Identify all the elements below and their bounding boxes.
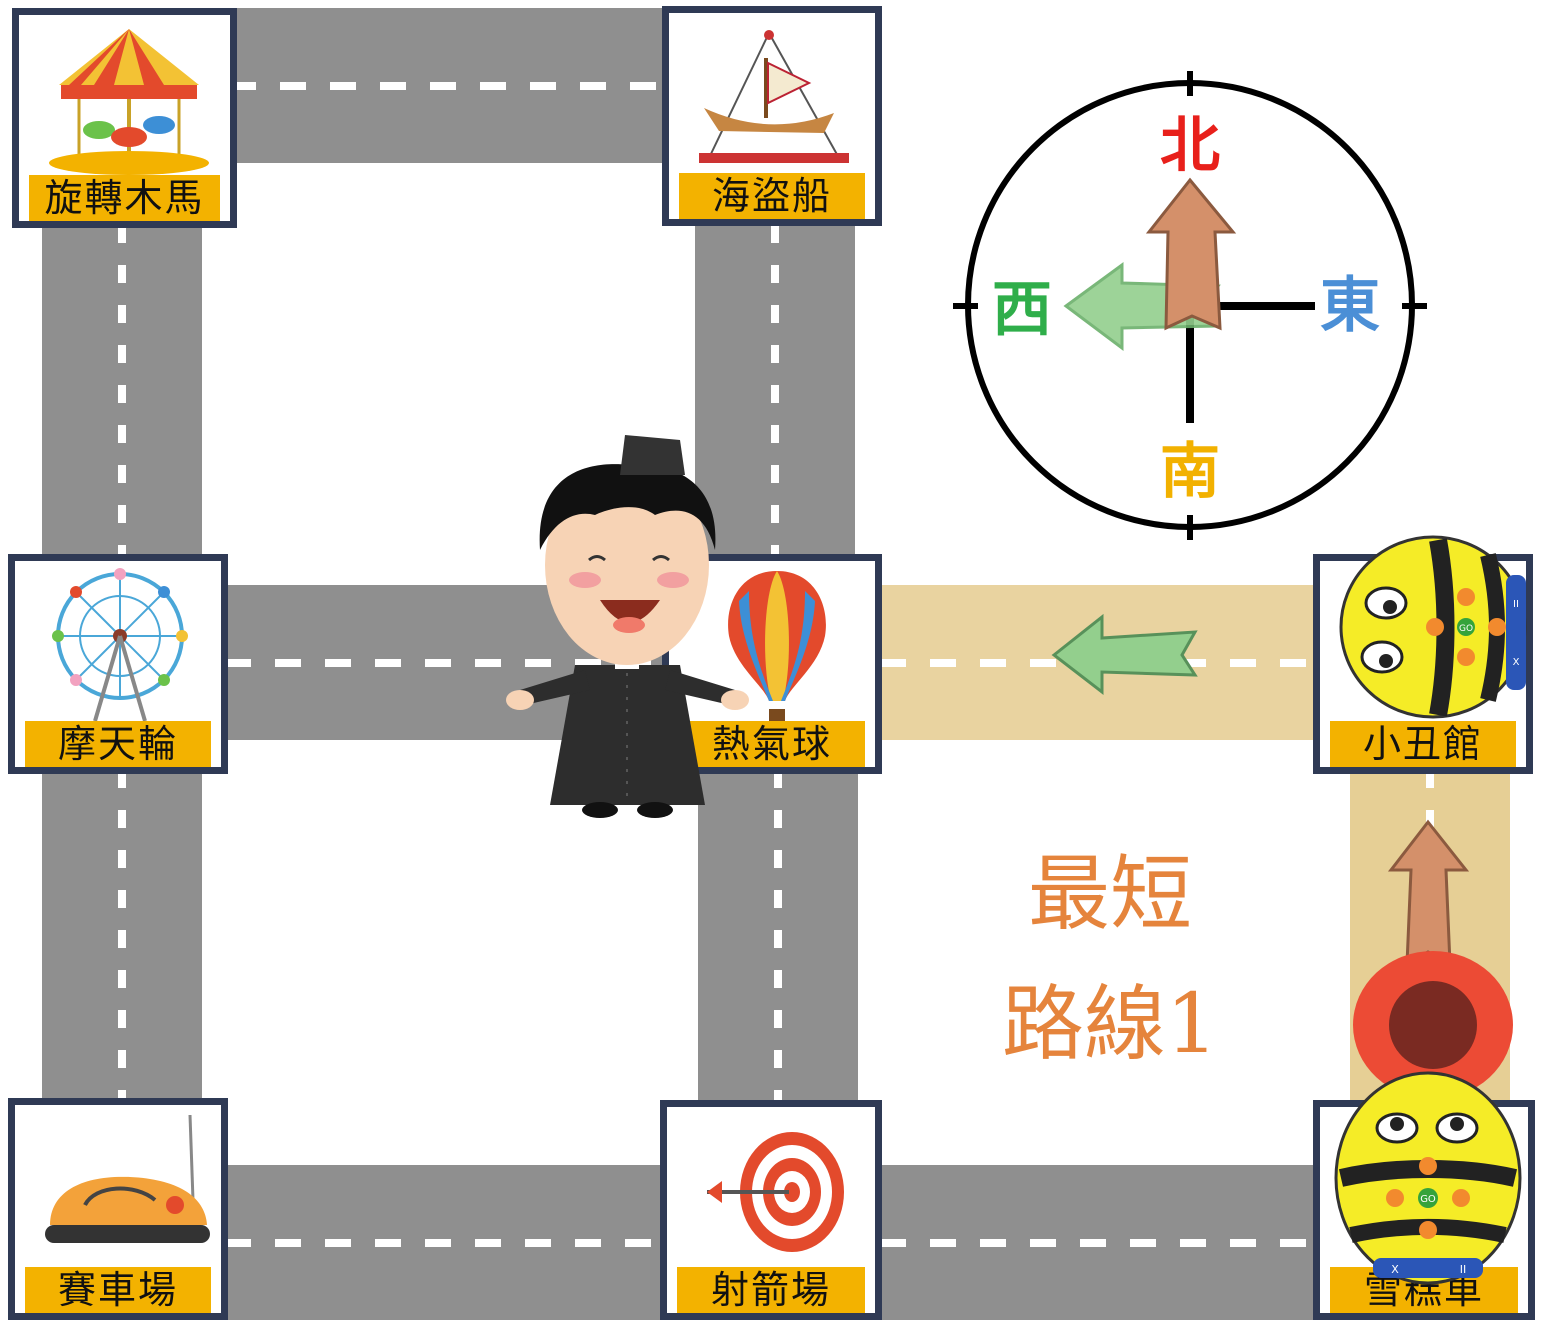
bee-bot-robot-west[interactable]: GO X II [1338, 535, 1528, 720]
archery-target-icon [667, 1107, 875, 1265]
station-pirate-ship[interactable]: 海盜船 [662, 6, 882, 226]
route-arrow-north [1386, 818, 1471, 968]
bee-bot-robot-north[interactable]: GO X II [1333, 1070, 1523, 1285]
road-mid-lower [698, 770, 858, 1105]
compass-north-label: 北 [1160, 111, 1220, 181]
pause-button: II [1460, 1263, 1467, 1276]
station-label: 賽車場 [25, 1267, 211, 1313]
pause-button: II [1513, 599, 1519, 610]
road-left-upper [42, 225, 202, 560]
route-title: 最短 路線1 [960, 830, 1260, 1090]
compass-north-arrow [1145, 177, 1237, 331]
station-race-track[interactable]: 賽車場 [8, 1098, 228, 1320]
route-arrow-west [1050, 612, 1200, 697]
station-label: 海盜船 [679, 173, 865, 219]
compass-west-label: 西 [992, 275, 1052, 345]
station-carousel[interactable]: 旋轉木馬 [12, 8, 237, 228]
road-bottom-left [225, 1165, 665, 1320]
station-ferris-wheel[interactable]: 摩天輪 [8, 554, 228, 774]
go-button: GO [1420, 1194, 1436, 1205]
cancel-button: X [1513, 657, 1520, 668]
road-mid-upper [695, 225, 855, 560]
road-bottom-right [880, 1165, 1320, 1320]
compass-south-label: 南 [1160, 437, 1220, 507]
pirate-ship-icon [669, 13, 875, 171]
compass-east-label: 東 [1320, 271, 1380, 341]
station-label: 熱氣球 [679, 721, 865, 767]
start-marker [1352, 950, 1514, 1100]
bumper-car-icon [15, 1105, 221, 1265]
cancel-button: X [1391, 1263, 1399, 1276]
station-label: 小丑館 [1330, 721, 1516, 767]
station-label: 摩天輪 [25, 721, 211, 767]
route-title-line2: 路線1 [1001, 977, 1219, 1072]
go-button: GO [1459, 624, 1473, 634]
compass: 北 南 東 西 [950, 68, 1430, 543]
road-left-lower [42, 770, 202, 1105]
route-title-line1: 最短 [1027, 847, 1192, 942]
road-top [230, 8, 670, 163]
station-label: 旋轉木馬 [29, 175, 220, 221]
carousel-icon [19, 15, 230, 175]
station-archery[interactable]: 射箭場 [660, 1100, 882, 1320]
station-hot-air-balloon[interactable]: 熱氣球 [662, 554, 882, 774]
ferris-wheel-icon [15, 561, 221, 722]
priest-character [505, 415, 750, 825]
station-label: 射箭場 [677, 1267, 865, 1313]
hot-air-balloon-icon [669, 561, 875, 721]
